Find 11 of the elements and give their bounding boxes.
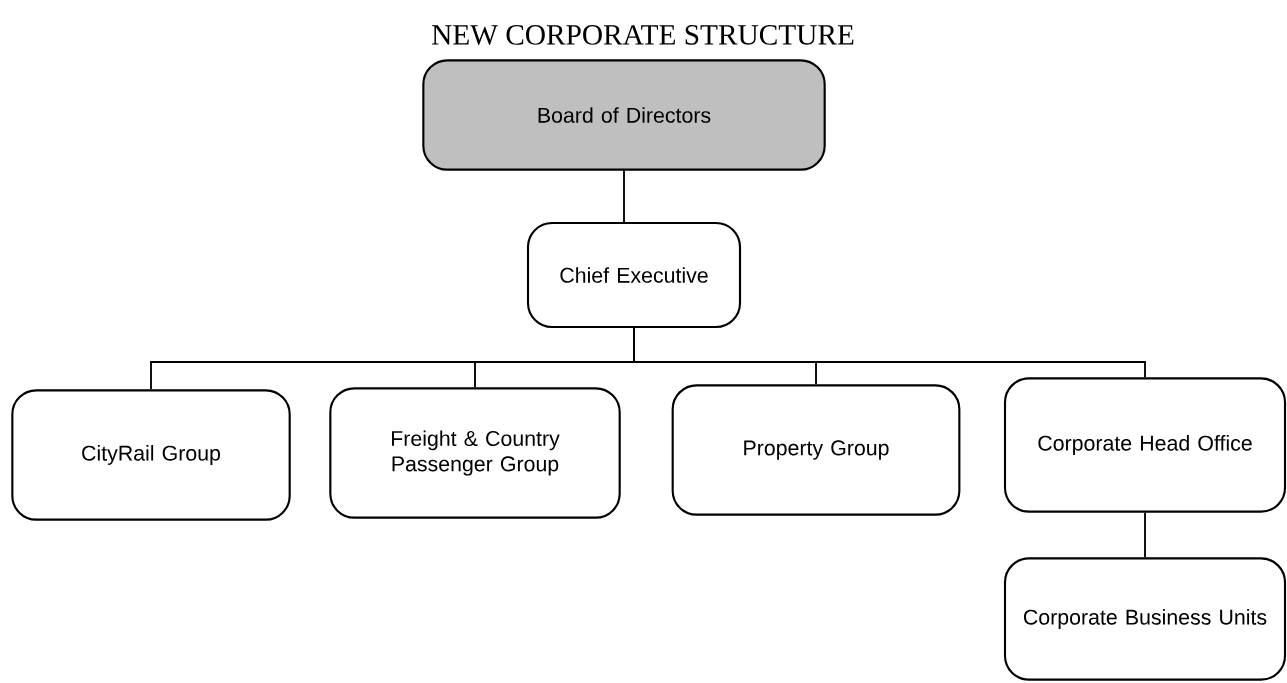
org-box: CityRail Group [11,389,291,521]
org-box: Freight & Country Passenger Group [329,387,621,519]
connector-line [623,169,625,223]
title: NEW CORPORATE STRUCTURE [432,25,854,45]
connector-line [1144,511,1146,559]
org-box: Corporate Business Units [1003,557,1287,681]
org-box: Board of Directors [422,59,826,171]
org-box: Property Group [671,384,961,516]
connector-line [633,327,1146,379]
org-box: Chief Executive [526,221,742,329]
org-box: Corporate Head Office [1003,377,1287,513]
